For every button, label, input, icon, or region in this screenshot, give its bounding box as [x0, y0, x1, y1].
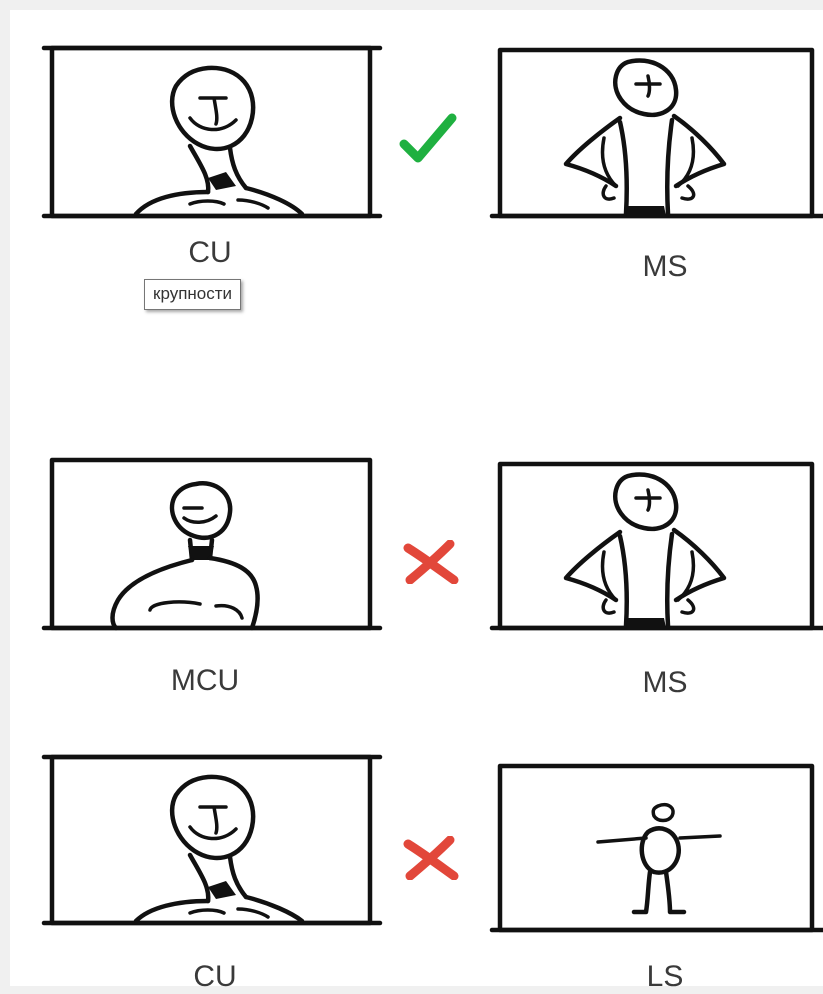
shot-label-cu-top: CU [140, 236, 280, 270]
frame-ls [488, 752, 823, 942]
close-up-face-sketch [40, 38, 385, 228]
storyboard-sheet: CU MS крупности [10, 10, 823, 986]
frame-cu-bottom [40, 745, 385, 935]
shot-label-cu-bottom: CU [145, 960, 285, 994]
cross-icon [402, 540, 460, 589]
cross-icon [402, 836, 460, 885]
check-icon [398, 110, 458, 175]
medium-close-up-sketch [40, 450, 385, 640]
frame-ms-top [488, 38, 823, 228]
medium-shot-sketch [488, 450, 823, 640]
shot-label-mcu: MCU [135, 664, 275, 698]
close-up-face-sketch [40, 745, 385, 935]
frame-cu-top [40, 38, 385, 228]
tooltip: крупности [144, 279, 241, 310]
long-shot-figure-sketch [488, 752, 823, 942]
shot-label-ls: LS [595, 960, 735, 994]
frame-ms-middle [488, 450, 823, 640]
shot-label-ms-top: MS [595, 250, 735, 284]
medium-shot-sketch [488, 38, 823, 228]
shot-label-ms-middle: MS [595, 666, 735, 700]
frame-mcu [40, 450, 385, 640]
